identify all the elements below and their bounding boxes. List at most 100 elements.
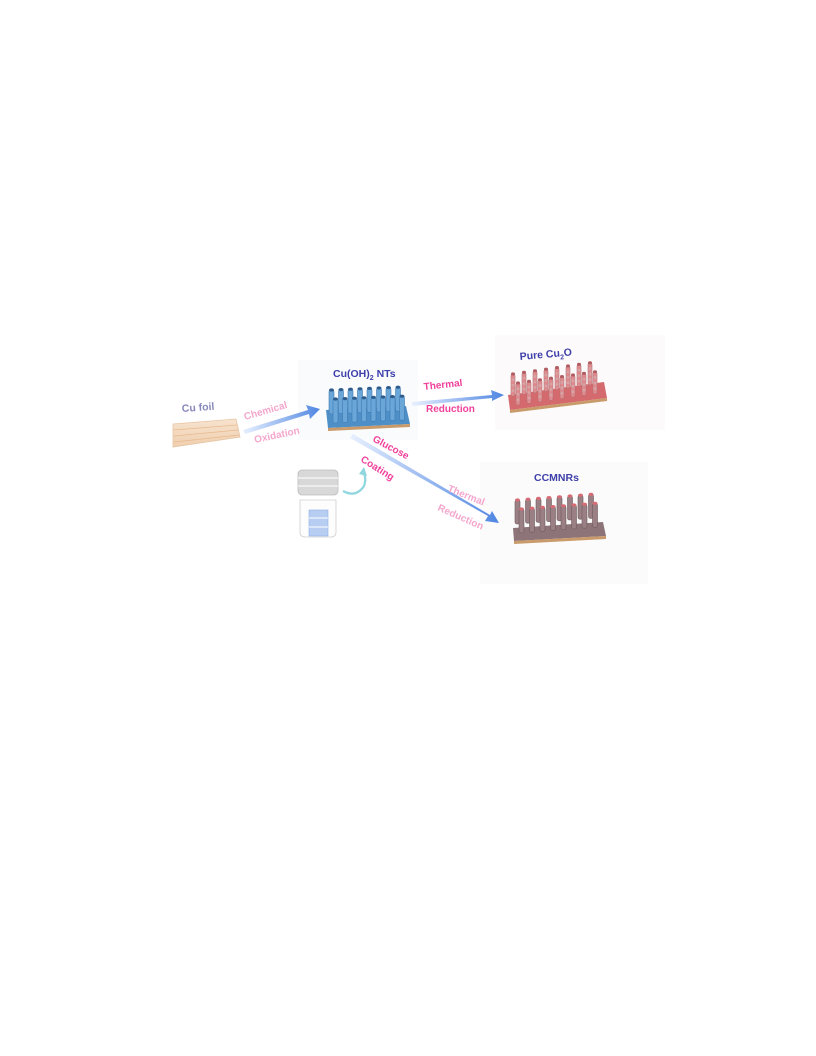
nanoparticle: [593, 378, 597, 382]
nanorod-cap: [516, 381, 520, 385]
nanoparticle: [516, 384, 520, 388]
nanoparticle: [516, 389, 520, 394]
nanoparticle: [582, 385, 586, 389]
nanoparticle: [555, 374, 559, 378]
nanoparticle: [566, 372, 570, 377]
nanoparticle: [571, 376, 575, 380]
ccmnr-rod-array: [513, 492, 606, 544]
nanorod: [571, 504, 577, 530]
nanoparticle: [533, 372, 537, 376]
nanoparticle: [527, 388, 531, 392]
thermal1-label-line1: Thermal: [423, 378, 463, 393]
nanorod-cap: [593, 370, 597, 374]
nanoparticle: [549, 379, 553, 383]
cu2o-rod-array: [508, 361, 607, 413]
nanoparticle: [593, 384, 597, 388]
nanoparticle: [511, 380, 515, 385]
nanorod: [332, 398, 339, 424]
nanorod-cap: [555, 366, 559, 370]
nanoparticle: [582, 380, 586, 384]
nanorod: [380, 396, 386, 422]
nanorod-cap: [527, 379, 531, 383]
nanoparticle: [555, 380, 559, 384]
nanoparticle: [560, 394, 564, 398]
nanoparticle: [560, 383, 564, 387]
nanoparticle: [571, 381, 575, 386]
nanoparticle: [527, 393, 531, 397]
nanorod-cap: [515, 498, 520, 502]
nanorod: [370, 397, 377, 422]
nanoparticle: [582, 391, 586, 395]
nanorod-cap: [348, 387, 353, 391]
substrate-edge: [510, 398, 607, 413]
nanorod-cap: [342, 397, 348, 401]
nanorod-cap: [376, 386, 382, 390]
thermal-reduction-arrow-1: [412, 390, 504, 406]
nanorod-cap: [533, 369, 537, 373]
nanoparticle: [577, 371, 581, 375]
nanorod-cap: [566, 364, 570, 368]
nanoparticle: [533, 377, 537, 381]
nanoparticle: [533, 383, 537, 387]
nanorod-cap: [582, 502, 587, 506]
nanoparticle: [511, 386, 515, 390]
nanoparticle: [538, 386, 542, 390]
nanoparticle: [516, 395, 520, 399]
nanoparticle: [538, 392, 542, 396]
cu-foil-label: Cu foil: [181, 401, 214, 415]
pure-cu2o-label: Pure Cu2O: [519, 346, 572, 365]
nanorod-cap: [592, 501, 598, 505]
nanorod-cap: [536, 496, 541, 500]
nanorod-cap: [338, 388, 344, 392]
nanorod: [592, 503, 598, 528]
nanorod-cap: [333, 397, 338, 401]
nanorod-cap: [571, 373, 575, 377]
nanoparticle: [593, 389, 597, 393]
nanoparticle: [522, 390, 526, 394]
nanoparticle: [588, 375, 592, 379]
nanoparticle: [560, 389, 564, 393]
thermal2-label-line2: Reduction: [436, 503, 485, 533]
cuoh2-label: Cu(OH)2 NTs: [333, 368, 396, 382]
nanoparticle: [527, 382, 531, 386]
nanorod: [351, 397, 358, 423]
cu-foil: [172, 418, 241, 448]
nanorod-cap: [588, 361, 592, 365]
nanoparticle: [516, 400, 520, 405]
nanorod-cap: [540, 505, 545, 509]
nanorod-cap: [367, 386, 372, 390]
glucose-vial-icon: [297, 469, 339, 538]
nanorod: [550, 506, 556, 531]
nanorod: [389, 396, 396, 421]
substrate-edge: [514, 536, 606, 544]
nanoparticle: [544, 381, 548, 385]
nanorod: [361, 397, 367, 423]
nanoparticle: [544, 370, 548, 374]
nanoparticle: [549, 396, 553, 400]
nanoparticle: [593, 373, 597, 377]
nanorod-cap: [544, 367, 548, 371]
nanoparticle: [577, 376, 581, 380]
nanorod-cap: [577, 362, 581, 366]
nanoparticle: [538, 381, 542, 385]
nanorod-cap: [399, 394, 405, 398]
nanoparticle: [555, 369, 559, 373]
nanorod-cap: [578, 493, 583, 497]
nanorod-cap: [588, 492, 594, 496]
nanorod-cap: [357, 387, 363, 391]
ccmnrs-label: CCMNRs: [534, 472, 579, 484]
nanoparticle: [566, 378, 570, 382]
nanorod-cap: [561, 504, 566, 508]
nanoparticle: [588, 380, 592, 384]
nanoparticle: [588, 364, 592, 368]
nanorod: [539, 507, 546, 532]
nanorod-cap: [519, 507, 524, 511]
nanoparticle: [533, 388, 537, 392]
nanorod: [529, 507, 535, 533]
nanoparticle: [527, 399, 531, 403]
nanoparticle: [544, 376, 548, 380]
nanoparticle: [544, 387, 548, 391]
cuoh2-nanotube-array: [326, 385, 410, 431]
nanorod-cap: [395, 385, 401, 389]
nanoparticle: [511, 391, 515, 396]
